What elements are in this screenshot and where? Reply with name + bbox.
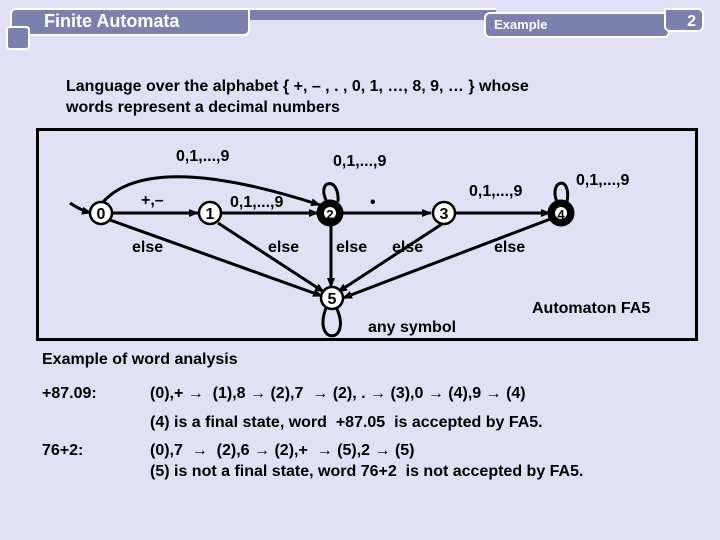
state-label-2: 2 xyxy=(326,207,333,222)
example-result-2: (5) is not a final state, word 76+2 is n… xyxy=(150,463,584,480)
state-label-0: 0 xyxy=(97,206,106,223)
header-corner-square xyxy=(6,26,30,50)
loop-5 xyxy=(321,307,342,338)
loop-2 xyxy=(322,182,340,203)
state-3 xyxy=(431,200,457,226)
example-trace-1: (0),+ → (1),8 → (2),7 → (2), . → (3),0 →… xyxy=(150,385,526,402)
edge-3-5 xyxy=(337,222,443,294)
label-edge-0-5: else xyxy=(132,239,163,256)
intro-line-2: words represent a decimal numbers xyxy=(66,99,340,116)
header-title: Finite Automata xyxy=(10,8,250,36)
state-0 xyxy=(88,200,114,226)
start-arrow xyxy=(69,201,92,215)
example-trace-2: (0),7 → (2),6 → (2),+ → (5),2 → (5) xyxy=(150,442,415,459)
page-number: 2 xyxy=(664,8,704,32)
state-5 xyxy=(319,285,345,311)
intro-line-1: Language over the alphabet { +, – , . , … xyxy=(66,78,529,95)
state-label-4: 4 xyxy=(557,207,565,222)
label-edge-4-5: else xyxy=(494,239,525,256)
edge-0-5 xyxy=(109,218,323,298)
state-label-1: 1 xyxy=(206,206,215,223)
header-connector xyxy=(214,8,496,20)
label-loop-5: any symbol xyxy=(368,319,456,336)
label-edge-0-2: 0,1,...,9 xyxy=(176,148,229,165)
example-result-1: (4) is a final state, word +87.05 is acc… xyxy=(150,414,543,431)
state-label-5: 5 xyxy=(328,291,337,308)
automaton-diagram-box xyxy=(36,128,698,341)
label-edge-2-3: • xyxy=(370,194,376,211)
edge-1-5 xyxy=(217,221,325,294)
diagram-caption: Automaton FA5 xyxy=(532,300,650,317)
example-word-2: 76+2: xyxy=(42,442,84,459)
label-edge-1-5: else xyxy=(268,239,299,256)
label-edge-2-5: else xyxy=(336,239,367,256)
example-word-1: +87.09: xyxy=(42,385,97,402)
state-1 xyxy=(197,200,223,226)
intro-text: Language over the alphabet { +, – , . , … xyxy=(66,76,529,118)
state-label-3: 3 xyxy=(440,206,449,223)
label-edge-3-4: 0,1,...,9 xyxy=(469,183,522,200)
label-loop-4: 0,1,...,9 xyxy=(576,172,629,189)
analysis-title: Example of word analysis xyxy=(42,351,238,368)
label-edge-1-2: 0,1,...,9 xyxy=(230,194,283,211)
loop-4 xyxy=(553,181,570,203)
edge-4-5 xyxy=(342,216,554,300)
edge-0-2 xyxy=(101,175,321,207)
label-edge-3-5: else xyxy=(392,239,423,256)
header-section: Example xyxy=(484,12,670,38)
label-edge-0-1: +,– xyxy=(141,192,164,209)
label-loop-2: 0,1,...,9 xyxy=(333,153,386,170)
